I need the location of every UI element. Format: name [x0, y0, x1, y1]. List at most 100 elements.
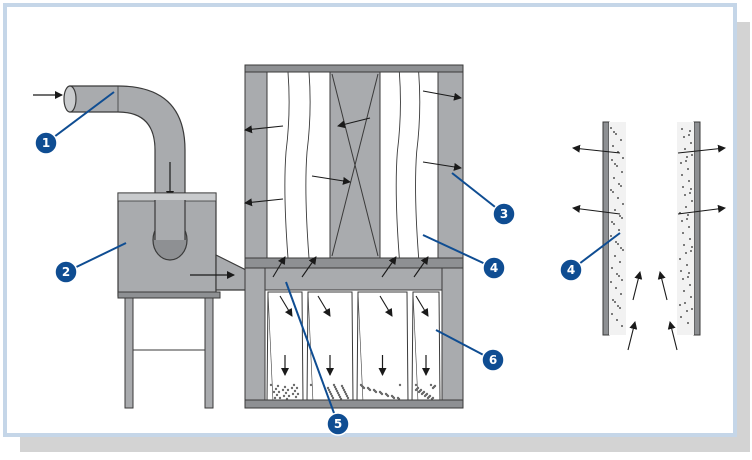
dust-particle — [690, 296, 692, 298]
filter-bag-line — [305, 71, 311, 259]
dust-particle — [622, 203, 624, 205]
dust-particle — [617, 243, 619, 245]
callout-number: 1 — [42, 136, 50, 150]
filter-bags — [266, 71, 439, 259]
dust-particle — [689, 284, 691, 286]
dust-particle — [691, 200, 693, 202]
dust-particle — [282, 394, 286, 398]
callout-1: 1 — [34, 91, 115, 155]
air-flow-arrow — [413, 256, 429, 278]
dust-particle — [614, 209, 616, 211]
dust-particle — [622, 249, 624, 251]
dust-particle — [612, 299, 614, 301]
dust-particle — [615, 241, 617, 243]
dust-particle — [688, 226, 690, 228]
dust-particle — [431, 386, 435, 390]
callout-4b: 4 — [559, 232, 621, 282]
detail-flow-arrow — [657, 271, 668, 301]
dust-particle — [681, 128, 683, 130]
dust-particle — [613, 131, 615, 133]
dust-particle — [380, 392, 384, 396]
dust-particle — [621, 171, 623, 173]
air-flow-arrow — [422, 161, 462, 171]
dust-particle — [429, 383, 433, 387]
dust-particle — [620, 293, 622, 295]
dust-particle — [684, 148, 686, 150]
dust-particle — [414, 388, 418, 392]
callout-badge — [54, 260, 78, 284]
dust-particle — [615, 287, 617, 289]
air-flow-arrow — [301, 256, 317, 278]
callout-number: 4 — [567, 263, 575, 277]
dust-particle — [615, 133, 617, 135]
dust-particle — [329, 392, 333, 396]
detail-flow-arrow — [632, 271, 643, 301]
dust-particle — [611, 313, 613, 315]
dust-particle — [682, 232, 684, 234]
detail-flow-arrow — [677, 144, 726, 154]
dust-particle — [284, 391, 288, 395]
air-flow-arrow — [381, 256, 397, 278]
dust-particle — [362, 386, 366, 390]
hopper-bin — [266, 291, 304, 403]
pre-separator — [117, 192, 247, 409]
air-flow-arrow — [317, 295, 331, 317]
dust-particle — [679, 258, 681, 260]
collection-hopper — [266, 291, 441, 403]
detail-flow-arrow — [572, 144, 621, 154]
callout-badge — [326, 412, 350, 436]
callout-number: 4 — [490, 261, 498, 275]
dust-particle — [286, 388, 290, 392]
dust-particle — [690, 250, 692, 252]
dust-particle — [291, 392, 295, 396]
dust-particle — [687, 168, 689, 170]
dust-particle — [680, 162, 682, 164]
dust-particle — [685, 252, 687, 254]
dust-particle — [338, 395, 342, 399]
dust-particle — [283, 385, 287, 389]
dust-particle — [614, 301, 616, 303]
dust-particle — [682, 186, 684, 188]
dust-particle — [341, 386, 345, 390]
dust-particle — [689, 192, 691, 194]
dust-particle — [611, 159, 613, 161]
air-flow-arrow — [244, 198, 284, 207]
filter-bag-detail — [572, 121, 726, 351]
dust-particle — [290, 386, 294, 390]
callout-number: 3 — [500, 207, 508, 221]
main-collector — [244, 64, 464, 409]
dust-particle — [335, 389, 339, 393]
dust-particle — [686, 218, 688, 220]
dust-particle — [330, 394, 334, 398]
dust-particle — [610, 189, 612, 191]
dust-particle — [420, 392, 424, 396]
callout-number: 6 — [489, 353, 497, 367]
dust-particle — [613, 177, 615, 179]
dust-particle — [620, 139, 622, 141]
dust-particle — [616, 165, 618, 167]
dust-particle — [619, 307, 621, 309]
dust-particle — [620, 185, 622, 187]
dust-particle — [616, 273, 618, 275]
filter-bag-line — [284, 71, 290, 259]
dust-particle — [328, 390, 332, 394]
air-flow-arrows — [244, 90, 462, 317]
dust-particle — [619, 215, 621, 217]
air-flow-arrow — [311, 175, 351, 185]
callout-badge — [492, 202, 516, 226]
dust-particle — [423, 394, 427, 398]
dust-particle — [682, 278, 684, 280]
dust-particle — [398, 383, 402, 387]
dust-particle — [691, 246, 693, 248]
dust-particle — [292, 383, 296, 387]
callout-badge — [482, 256, 506, 280]
dust-particle — [426, 396, 430, 400]
dust-particle — [621, 279, 623, 281]
dust-particle — [386, 394, 390, 398]
detail-flow-arrow — [667, 321, 678, 351]
callout-3: 3 — [451, 172, 516, 226]
callout-leader-line — [45, 91, 115, 144]
dust-particle — [688, 180, 690, 182]
dust-particle — [293, 389, 297, 393]
